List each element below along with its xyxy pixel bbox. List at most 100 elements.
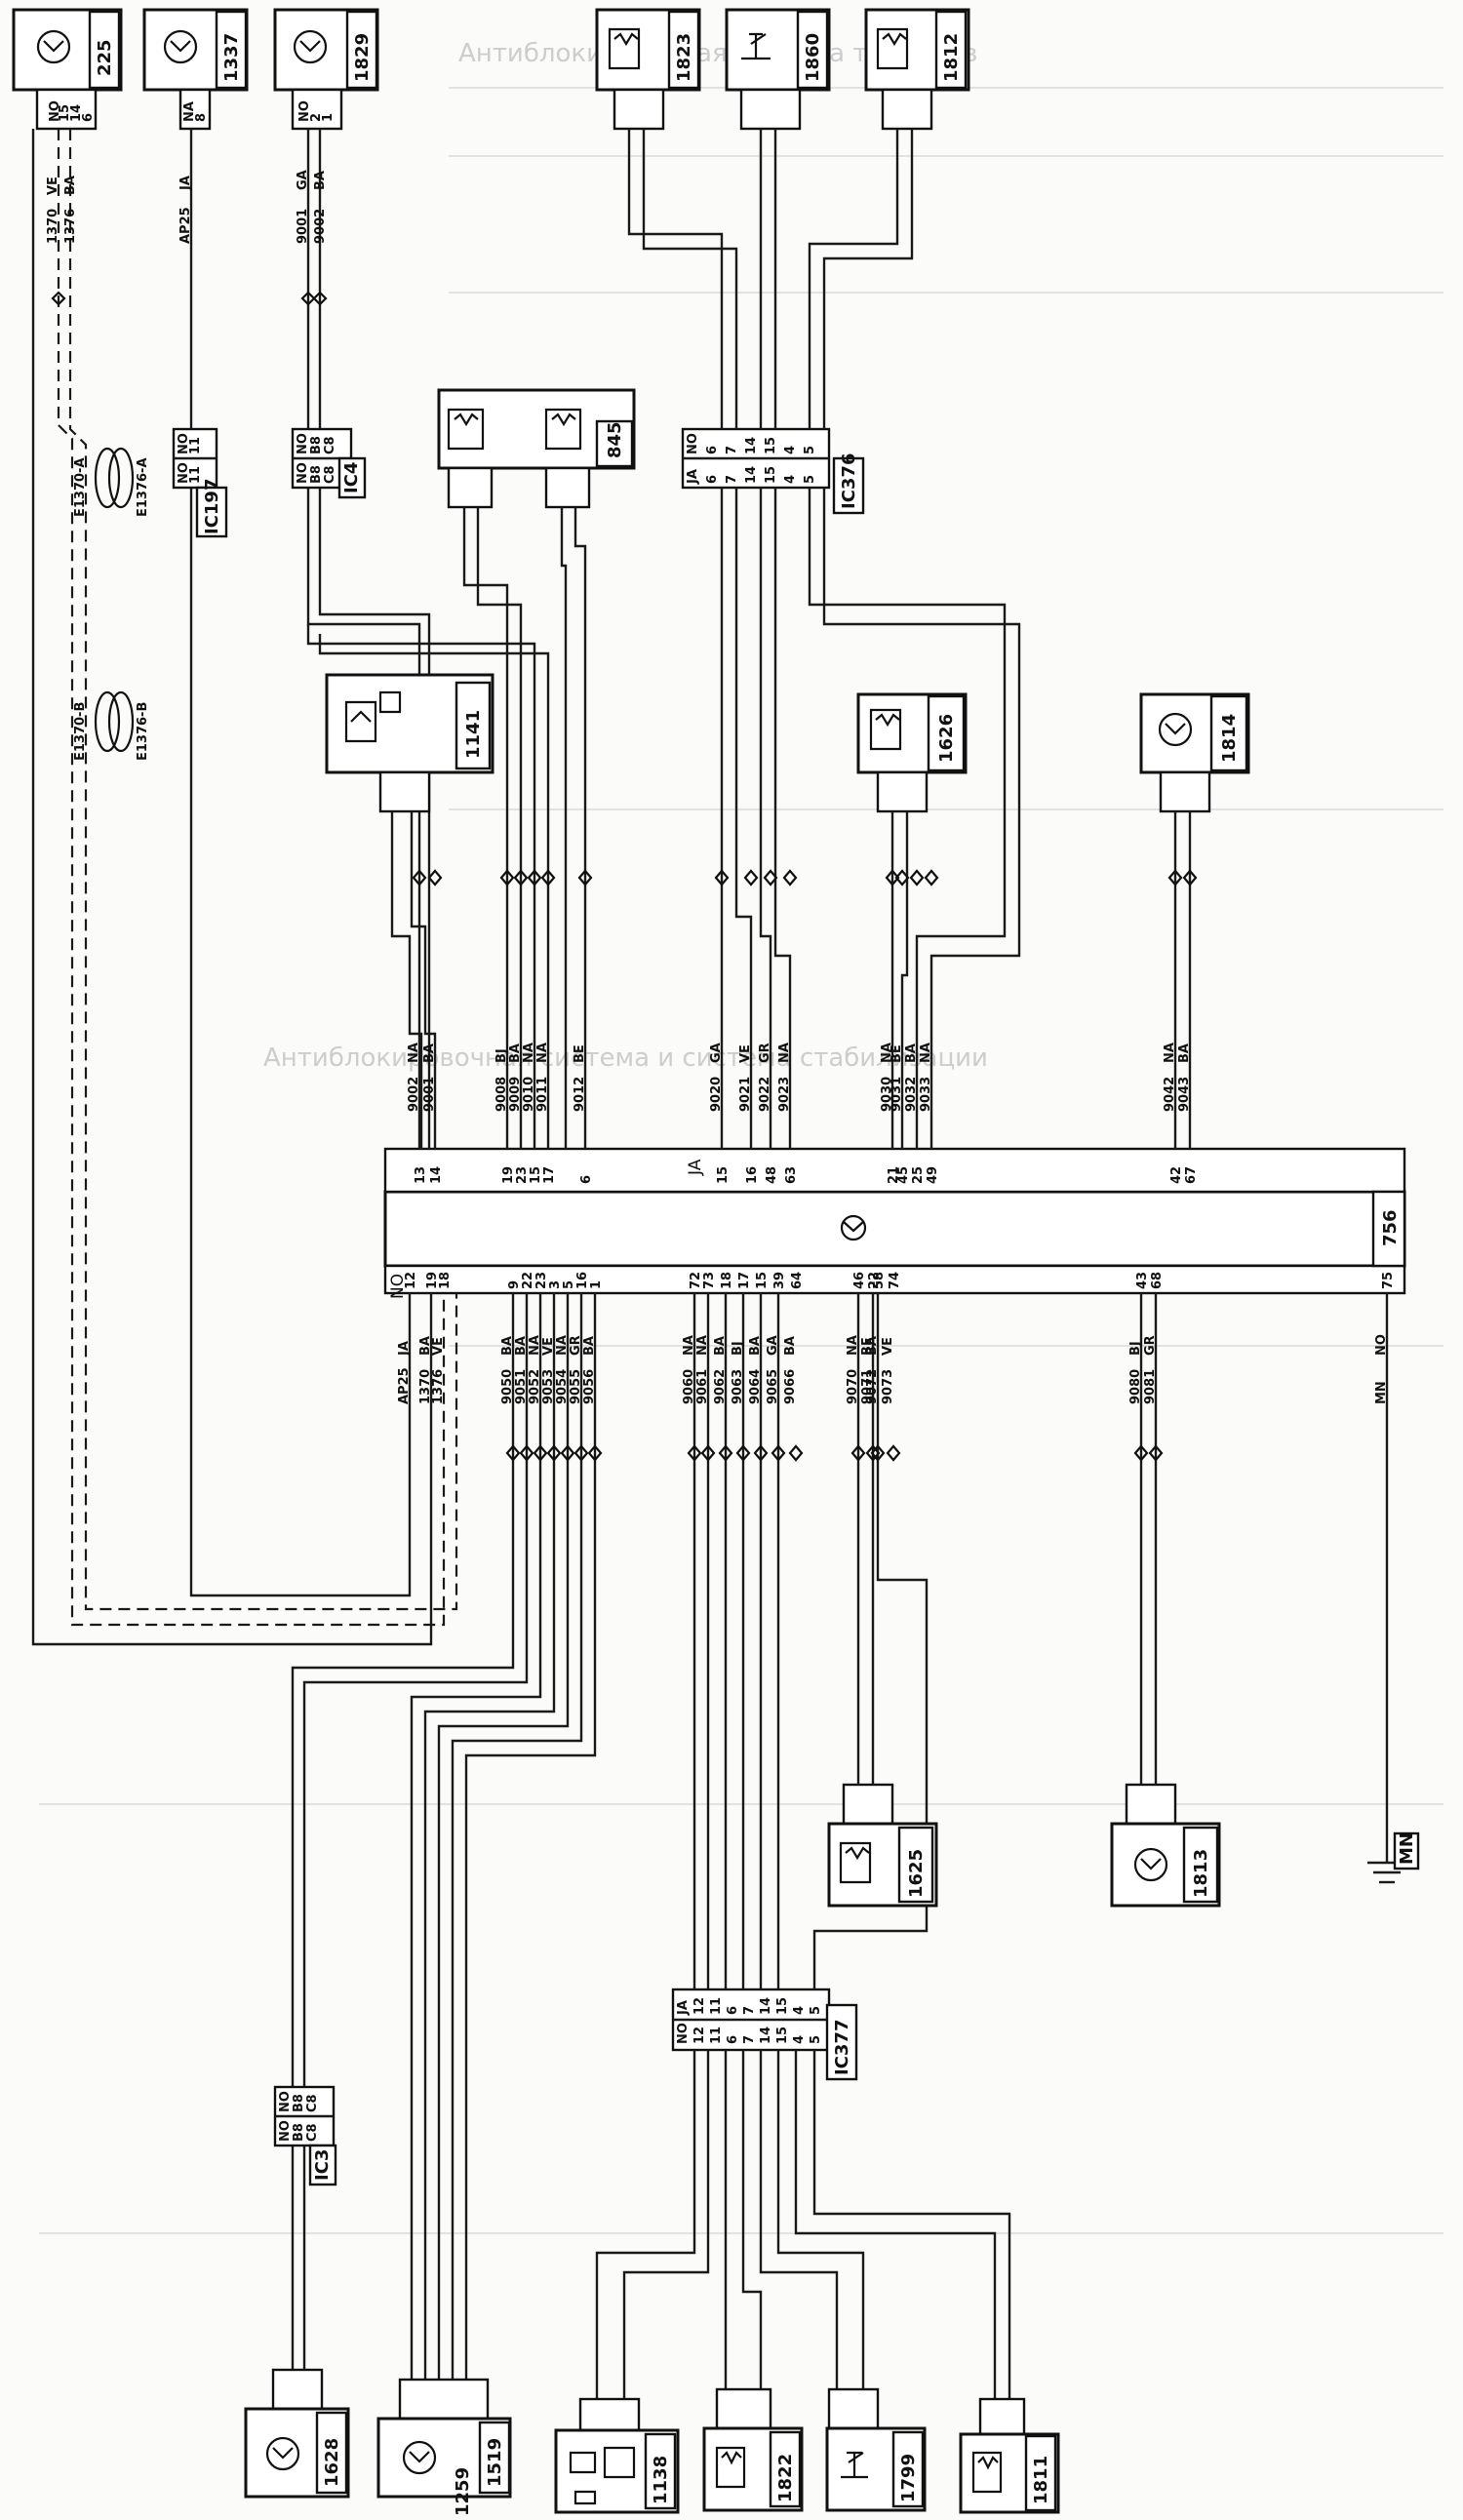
connector-pin: 4 — [792, 2035, 807, 2044]
splice-mark — [886, 1444, 901, 1462]
splice-mark — [753, 1444, 769, 1462]
ecu-bottom-pin: 15 — [755, 1272, 770, 1289]
wire-color: GR — [1143, 1335, 1158, 1356]
wire-color: BJ — [731, 1341, 745, 1356]
wire-number: 9054 — [555, 1369, 570, 1404]
connector-pin: NO — [278, 2091, 293, 2112]
shield-label-2: E1376-A — [136, 457, 150, 517]
ecu-top-pin: 25 — [911, 1166, 926, 1184]
wire-color: VE — [881, 1337, 895, 1356]
wire-color: NA — [777, 1043, 792, 1063]
splice-mark — [427, 869, 443, 886]
wire-number: 9063 — [731, 1369, 745, 1404]
wire-color: GR — [758, 1043, 772, 1063]
wire-number: 9064 — [748, 1369, 763, 1404]
ecu-top-pin: 23 — [515, 1166, 530, 1184]
ecu-top-pin: 13 — [414, 1166, 428, 1184]
svg-text:BA: BA — [63, 176, 78, 195]
wire-number: 9023 — [777, 1077, 792, 1112]
wire-color: BJ — [494, 1048, 509, 1063]
connector-pin: 6 — [726, 2035, 740, 2044]
wire-number: 9032 — [904, 1077, 919, 1112]
wire-number: 9030 — [880, 1077, 894, 1112]
wire-number: 9072 — [865, 1369, 880, 1404]
sensor-845 — [437, 388, 636, 509]
wire-number: 9009 — [508, 1077, 523, 1112]
connector-pin: 7 — [742, 2035, 757, 2044]
svg-text:NO: NO — [297, 100, 312, 122]
splice-mark — [560, 1444, 575, 1462]
shield-label-4: E1376-B — [136, 702, 150, 761]
wire-color: VE — [541, 1337, 556, 1356]
ecu-top-pin: 17 — [542, 1166, 557, 1184]
svg-text:1370: 1370 — [46, 209, 60, 244]
sensor-1626 — [856, 692, 968, 813]
splices-top — [412, 869, 1198, 886]
connector-pin: 7 — [725, 446, 739, 454]
connector-pin: JA — [686, 469, 700, 485]
splice-mark — [1167, 869, 1183, 886]
wire-number: MN — [1374, 1381, 1389, 1404]
svg-text:6: 6 — [81, 113, 96, 122]
pump-1141 — [325, 673, 494, 813]
connector-pin: 5 — [809, 2035, 823, 2044]
ecu-ref: 756 — [1380, 1209, 1401, 1246]
ecu-bottom-pin: 23 — [534, 1272, 549, 1289]
splice-mark — [519, 1444, 534, 1462]
top-component-pin-labels: NO 15 14 6 NA 8 NO 2 1 — [48, 100, 336, 122]
connector-pin: 12 — [692, 2027, 707, 2044]
splice-mark — [743, 869, 759, 886]
wires-ecu-to-ic377 — [595, 1293, 1011, 2399]
splice-mark — [513, 869, 529, 886]
splice-mark — [718, 1444, 733, 1462]
splice-mark — [687, 1444, 702, 1462]
ecu-bottom-pin: 3 — [548, 1280, 563, 1289]
connector-pin: 11 — [188, 437, 203, 454]
wire-number: 9052 — [528, 1369, 542, 1404]
wire-color: BA — [514, 1336, 529, 1356]
wire-color: NA — [846, 1335, 860, 1356]
ecu-top-pin: 45 — [896, 1166, 911, 1184]
wire-number: 9042 — [1163, 1077, 1177, 1112]
wire-number: 9033 — [919, 1077, 933, 1112]
wire-number: 9071 — [860, 1369, 875, 1404]
splice-mark — [909, 869, 925, 886]
connector-pin: 15 — [775, 1997, 790, 2015]
wire-number: 9008 — [494, 1077, 509, 1112]
connector-pin: 5 — [803, 446, 817, 454]
ecu-bottom-pin: 16 — [575, 1272, 590, 1289]
shield-pair-2 — [94, 690, 135, 753]
wire-number: 9050 — [500, 1369, 515, 1404]
ground-symbol — [1367, 1293, 1420, 1884]
wires-1626 — [890, 811, 909, 1149]
wire-color: NA — [1163, 1043, 1177, 1063]
connector-pin: C8 — [305, 2123, 320, 2142]
connector-ic4 — [291, 427, 367, 499]
switch-1799 — [825, 2387, 927, 2512]
splice-mark — [788, 1444, 804, 1462]
svg-text:NO: NO — [48, 100, 62, 122]
ecu-top-pin: 21 — [887, 1166, 901, 1184]
ecu-top-wire-tags: 9002NA9001BA9008BJ9009BA9010NA9011NA9012… — [407, 1043, 1192, 1112]
connector-pin: 15 — [775, 2027, 790, 2044]
wire-number: 9081 — [1143, 1369, 1158, 1404]
wire-number: 9051 — [514, 1369, 529, 1404]
wire-color: BA — [904, 1043, 919, 1063]
wire-color: NA — [695, 1335, 710, 1356]
splice-mark — [540, 869, 556, 886]
sensor-1811 — [959, 2397, 1060, 2514]
ecu-top-pin: 6 — [579, 1175, 594, 1184]
connector-pin: C8 — [323, 436, 337, 454]
wire-number: 9012 — [573, 1077, 587, 1112]
ecu-bottom-pin: 9 — [507, 1280, 522, 1289]
connector-pin: 11 — [709, 2027, 724, 2044]
comp-1628-ref: 1628 — [322, 2438, 342, 2487]
wire-color: BJ — [1128, 1341, 1143, 1356]
splice-mark — [1133, 1444, 1149, 1462]
wire-color: BA — [508, 1043, 523, 1063]
connector-pin: 4 — [783, 446, 798, 454]
relay-1814 — [1139, 692, 1250, 813]
comp-1813-ref: 1813 — [1191, 1849, 1211, 1898]
relay-1628 — [244, 2368, 350, 2499]
